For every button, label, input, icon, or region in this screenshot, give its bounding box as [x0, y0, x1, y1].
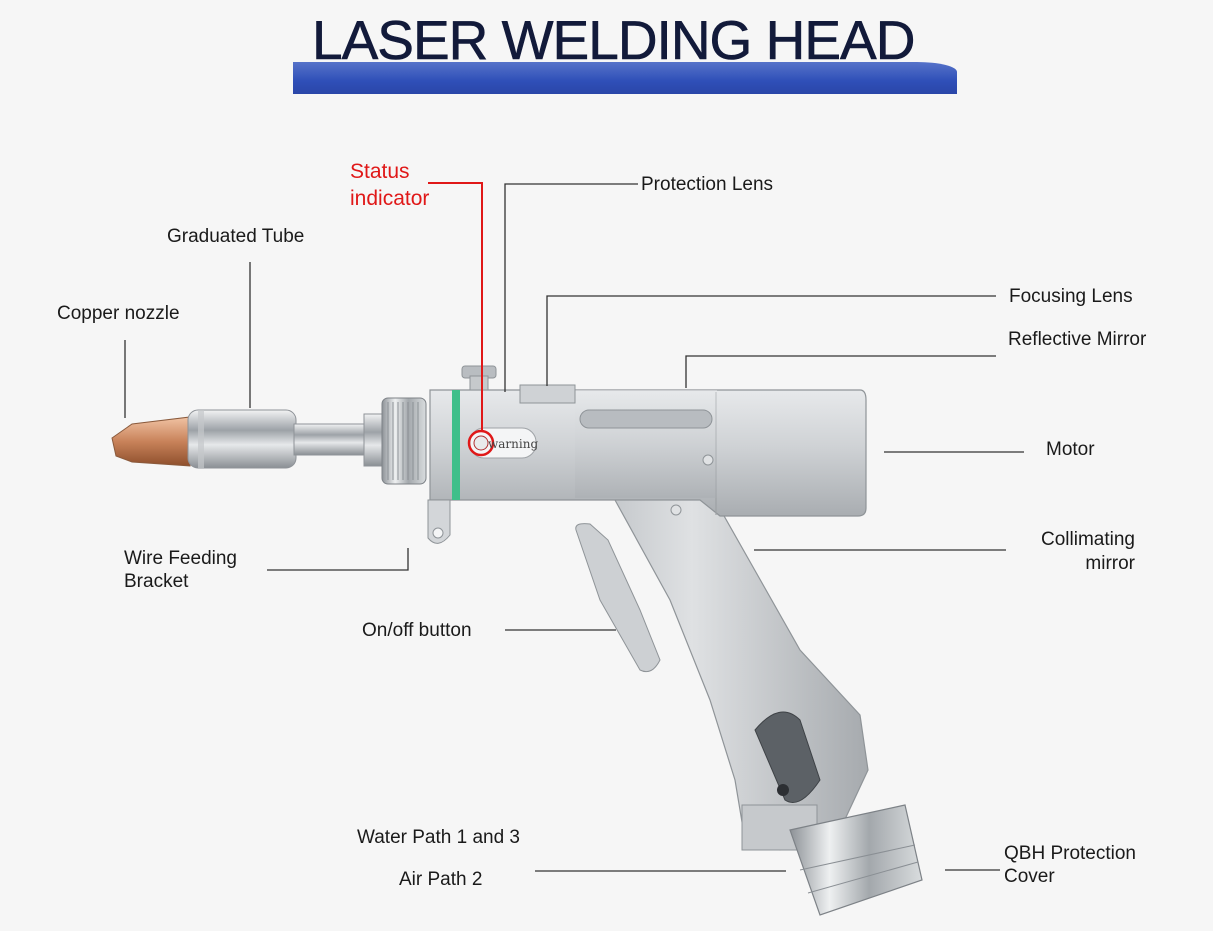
onoff-button-label: On/off button: [362, 620, 472, 641]
reflective-mirror-label: Reflective Mirror: [1008, 329, 1147, 350]
page-title: LASER WELDING HEAD: [312, 9, 916, 72]
hex-nut: [363, 413, 385, 467]
onoff-button-shape: [575, 523, 661, 673]
graduated-tube-label: Graduated Tube: [167, 226, 305, 247]
collimating-mirror-label-line1: Collimating: [1041, 529, 1135, 550]
qbh-cover: [789, 804, 923, 916]
collimating-mirror-label-line2: mirror: [1085, 553, 1135, 574]
qbh-protection-cover-label-line2: Cover: [1004, 866, 1055, 887]
air-path-label: Air Path 2: [399, 869, 483, 890]
title-underline-bar: [293, 62, 957, 94]
status-indicator-label-line1: Status: [350, 160, 410, 183]
qbh-protection-cover-label-line1: QBH Protection: [1004, 843, 1136, 864]
copper-nozzle-label: Copper nozzle: [57, 303, 180, 324]
graduated-tube: [187, 409, 297, 469]
thin-tube: [293, 423, 367, 456]
focusing-lens-label: Focusing Lens: [1009, 286, 1133, 307]
copper-nozzle: [111, 416, 191, 467]
green-ring: [452, 390, 460, 500]
wire-feeding-bracket-label-line2: Bracket: [124, 571, 189, 592]
status-indicator-led: [473, 435, 489, 451]
warning-marking: warning: [488, 437, 538, 451]
water-path-label: Water Path 1 and 3: [357, 827, 521, 848]
protection-lens-label: Protection Lens: [641, 174, 774, 195]
motor-label: Motor: [1046, 439, 1095, 460]
status-indicator-label-line2: indicator: [350, 187, 430, 210]
wire-feeding-bracket-label-line1: Wire Feeding: [124, 548, 237, 569]
